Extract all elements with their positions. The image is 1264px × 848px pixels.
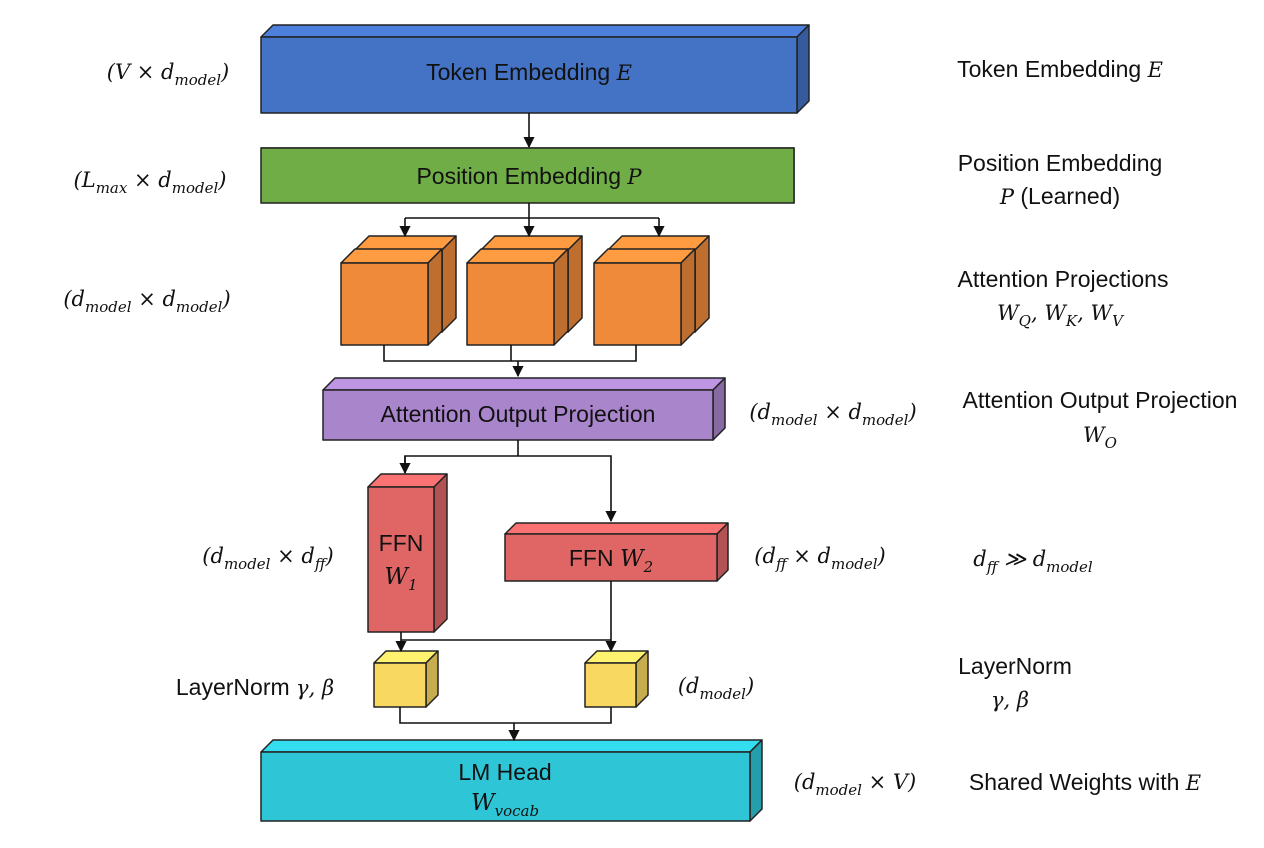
token-shape: (V × dmodel) <box>107 60 229 89</box>
lm-head-block <box>260 739 763 822</box>
layernorm-2-block <box>584 650 649 708</box>
ffn1-shape: (dmodel × dff) <box>202 544 333 573</box>
desc-token: Token Embedding E <box>957 56 1163 82</box>
desc-lm-head: Shared Weights with E <box>969 769 1201 795</box>
token-embedding-label: Token Embedding E <box>426 59 632 85</box>
projection-wv-block <box>593 248 696 346</box>
projection-wk-block <box>466 248 569 346</box>
ffn-w1-block <box>367 473 448 633</box>
desc-output-projection-line1: Attention Output Projection <box>963 387 1238 413</box>
layernorm-1-block <box>373 650 439 708</box>
desc-layernorm-params: γ, β <box>991 688 1029 712</box>
desc-layernorm-line1: LayerNorm <box>958 653 1072 679</box>
output-projection-label: Attention Output Projection <box>381 401 656 427</box>
desc-position-line1: Position Embedding <box>958 150 1163 176</box>
blocks <box>260 24 810 822</box>
position-shape: (Lmax × dmodel) <box>74 168 227 197</box>
desc-ffn-note: dff ≫ dmodel <box>973 547 1093 576</box>
position-embedding-label: Position Embedding P <box>416 163 642 189</box>
ffn1-weight: W1 <box>384 564 417 594</box>
desc-projections-weights: WQ, WK, WV <box>997 301 1125 330</box>
desc-projections-line1: Attention Projections <box>958 266 1169 292</box>
desc-position-line2: P (Learned) <box>999 183 1120 209</box>
connector <box>399 707 612 724</box>
lm-head-weight: Wvocab <box>471 790 539 820</box>
token-embedding-block <box>260 24 810 114</box>
layernorm-shape: (dmodel) <box>678 674 754 703</box>
projection-wq-block <box>340 248 443 346</box>
desc-output-projection-weight: WO <box>1083 423 1117 452</box>
layernorm-left-label: LayerNorm γ, β <box>176 674 334 700</box>
output-projection-block <box>322 377 726 441</box>
position-embedding-block <box>260 147 795 204</box>
output-projection-shape: (dmodel × dmodel) <box>749 400 916 429</box>
lm-head-shape: (dmodel × V) <box>794 770 916 799</box>
connector <box>383 345 637 362</box>
ffn-w2-block <box>504 522 729 582</box>
projections-shape: (dmodel × dmodel) <box>63 287 230 316</box>
ffn2-shape: (dff × dmodel) <box>754 544 885 573</box>
connectors <box>383 113 665 742</box>
ffn2-label: FFN W2 <box>569 545 653 576</box>
lm-head-label: LM Head <box>458 759 551 785</box>
ffn1-label: FFN <box>379 530 424 556</box>
